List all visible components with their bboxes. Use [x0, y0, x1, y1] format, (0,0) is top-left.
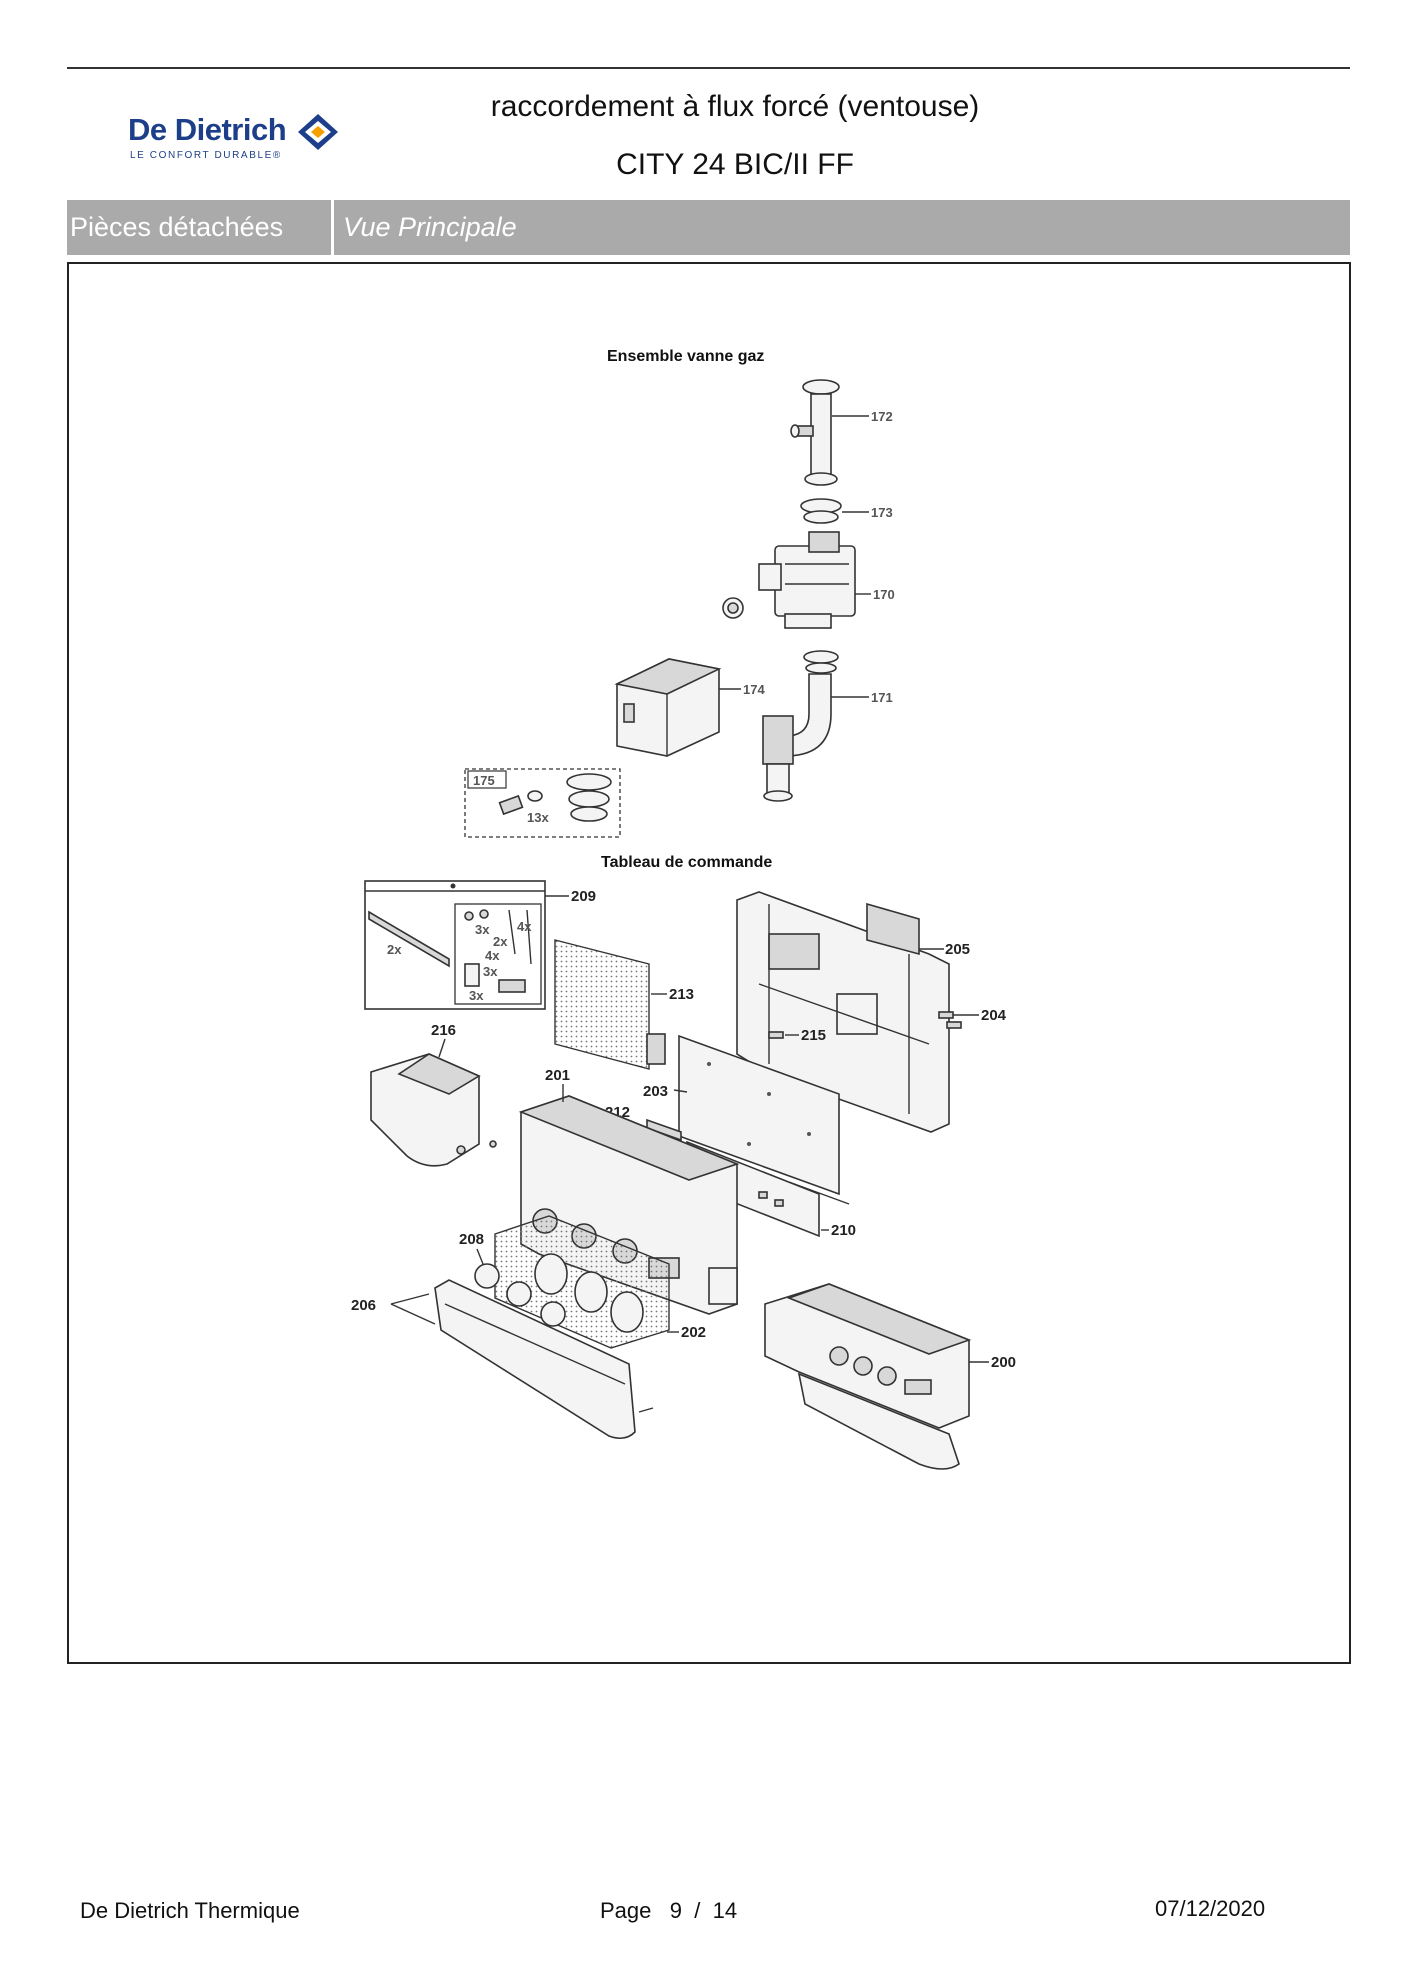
label-202: 202 — [681, 1324, 706, 1341]
group-title-gas-valve: Ensemble vanne gaz — [607, 348, 764, 365]
document-title: raccordement à flux forcé (ventouse) — [490, 90, 980, 123]
label-209: 209 — [571, 888, 596, 905]
qty-3x-c: 3x — [469, 988, 484, 1003]
group-title-control-panel: Tableau de commande — [601, 854, 772, 871]
logo-diamond-icon — [298, 114, 338, 150]
qty-2x-b: 2x — [493, 934, 508, 949]
exploded-view-frame: Ensemble vanne gaz 172 173 — [67, 262, 1351, 1664]
part-216-cover — [370, 1053, 497, 1167]
page-current: 9 — [669, 1898, 682, 1923]
part-174-ignition-box — [614, 658, 722, 757]
qty-4x-a: 4x — [517, 919, 532, 934]
label-171: 171 — [871, 690, 893, 705]
part-173-seal — [800, 498, 842, 524]
part-200-control-panel-assembly — [764, 1283, 972, 1470]
part-172-gas-pipe — [790, 379, 840, 486]
part-209-bracket-kit: 2x 3x 4x 2x 4x 3x 3x — [364, 880, 546, 1010]
label-210: 210 — [831, 1222, 856, 1239]
label-203: 203 — [643, 1083, 668, 1100]
label-175: 175 — [473, 773, 495, 788]
breadcrumb-view: Vue Principale — [343, 212, 517, 242]
footer-pagination: Page 9 / 14 — [600, 1898, 737, 1924]
qty-3x-b: 3x — [483, 964, 498, 979]
brand-logo: De Dietrich LE CONFORT DURABLE® — [128, 108, 358, 166]
part-203-circuit-board — [678, 1034, 850, 1205]
logo-tagline: LE CONFORT DURABLE® — [130, 150, 282, 161]
label-200: 200 — [991, 1354, 1016, 1371]
page-label: Page — [600, 1898, 652, 1923]
label-208: 208 — [459, 1231, 484, 1248]
part-212-connector — [646, 1118, 682, 1142]
label-172: 172 — [871, 409, 893, 424]
page-total: 14 — [712, 1898, 738, 1923]
label-216: 216 — [431, 1022, 456, 1039]
label-173: 173 — [871, 505, 893, 520]
part-170-gas-valve — [722, 531, 856, 629]
part-175-seal-kit: 175 13x — [464, 768, 621, 838]
qty-2x-rail: 2x — [387, 942, 402, 957]
label-215: 215 — [801, 1027, 826, 1044]
part-205-control-frame — [736, 891, 950, 1133]
page-separator: / — [694, 1898, 701, 1923]
model-name: CITY 24 BIC/II FF — [616, 148, 854, 181]
qty-13x: 13x — [527, 810, 549, 825]
part-206-front-flap — [434, 1279, 654, 1440]
breadcrumb: Pièces détachées Vue Principale — [67, 200, 1350, 255]
footer-date: 07/12/2020 — [1155, 1896, 1266, 1921]
label-204: 204 — [981, 1007, 1007, 1024]
label-170: 170 — [873, 587, 895, 602]
header-rule — [67, 67, 1350, 69]
label-206: 206 — [351, 1297, 376, 1314]
part-202-front-grille — [494, 1215, 670, 1349]
part-213-insulation-panel — [554, 939, 666, 1070]
label-205: 205 — [945, 941, 970, 958]
breadcrumb-section: Pièces détachées — [67, 200, 334, 255]
part-208-knobs — [474, 1263, 566, 1327]
exploded-diagram: Ensemble vanne gaz 172 173 — [351, 348, 1016, 1470]
footer-company: De Dietrich Thermique — [80, 1898, 300, 1923]
label-174: 174 — [743, 682, 765, 697]
part-215-screw — [768, 1031, 784, 1039]
logo-wordmark: De Dietrich — [128, 112, 287, 147]
qty-3x-a: 3x — [475, 922, 490, 937]
part-171-elbow-pipe — [762, 650, 839, 802]
label-201: 201 — [545, 1067, 570, 1084]
qty-4x-b: 4x — [485, 948, 500, 963]
label-213: 213 — [669, 986, 694, 1003]
